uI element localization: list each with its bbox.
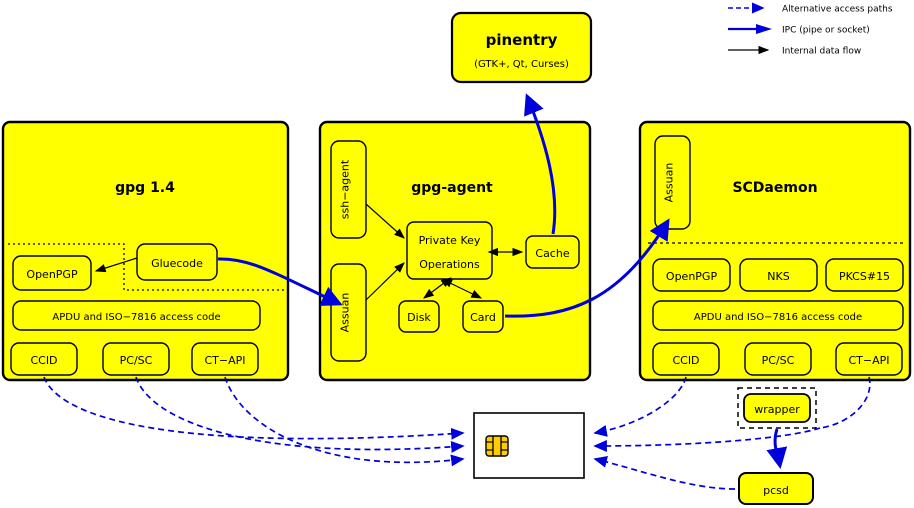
smartcard[interactable] — [473, 412, 585, 479]
arrow-gluecode-to-openpgp — [94, 257, 138, 273]
alt-path-pcsd-to-card — [593, 456, 736, 490]
gpg-agent-ssh-agent-label: ssh−agent — [339, 159, 352, 219]
gpg14-box-pcsc[interactable]: PC/SC — [102, 342, 170, 376]
ipc-arrowhead-icon — [756, 24, 772, 34]
ipc-wrapper-to-pcsd — [766, 428, 788, 469]
block-scdaemon[interactable]: SCDaemon Assuan OpenPGP NKS PKCS#15 APDU… — [638, 120, 912, 382]
gpg-agent-box-ssh-agent[interactable]: ssh−agent — [330, 140, 367, 239]
gpg14-ccid-label: CCID — [30, 354, 57, 367]
gpg-agent-disk-label: Disk — [407, 311, 431, 324]
block-gpg14[interactable]: gpg 1.4 OpenPGP Gluecode APDU and ISO−78… — [1, 120, 290, 382]
gpg-agent-box-cache[interactable]: Cache — [525, 235, 580, 269]
gpg-agent-pko-label-line2: Operations — [419, 258, 480, 271]
ipc-connections — [217, 93, 788, 469]
gpg14-pcsc-label: PC/SC — [120, 354, 153, 367]
arrow-ssh-agent-to-pko — [365, 203, 405, 239]
pcsd-label: pcsd — [763, 484, 789, 497]
alt-path-gpg14-pcsc-to-card — [135, 376, 465, 453]
scdaemon-title: SCDaemon — [732, 180, 817, 196]
legend-label-alt: Alternative access paths — [782, 5, 893, 15]
arrow-pko-to-disk — [423, 277, 452, 299]
ipc-card-to-scdaemon — [504, 218, 670, 318]
scdaemon-box-apdu[interactable]: APDU and ISO−7816 access code — [652, 300, 904, 331]
gpg14-gluecode-label: Gluecode — [151, 257, 203, 270]
scdaemon-ctapi-label: CT−API — [848, 354, 889, 367]
scdaemon-nks-label: NKS — [767, 270, 789, 283]
gpg14-apdu-label: APDU and ISO−7816 access code — [52, 312, 220, 323]
legend-item-internal-data-flow: Internal data flow — [728, 45, 861, 57]
scdaemon-box-nks[interactable]: NKS — [739, 258, 818, 292]
gpg-agent-card-label: Card — [470, 311, 496, 324]
legend-label-internal: Internal data flow — [782, 47, 861, 57]
gpg14-ctapi-label: CT−API — [204, 354, 245, 367]
ipc-cache-to-pinentry — [524, 93, 557, 235]
wrapper-dashed-boundary — [737, 387, 817, 429]
wrapper-label: wrapper — [754, 403, 800, 416]
gpg14-box-apdu[interactable]: APDU and ISO−7816 access code — [12, 300, 261, 331]
alt-path-gpg14-ctapi-to-card — [224, 376, 465, 467]
pinentry-box — [450, 11, 593, 84]
alt-path-wrapper-to-card — [593, 427, 821, 452]
legend-item-ipc: IPC (pipe or socket) — [728, 24, 870, 36]
gpg14-box-ctapi[interactable]: CT−API — [191, 342, 259, 376]
scdaemon-pkcs15-label: PKCS#15 — [839, 270, 890, 283]
pinentry-title: pinentry — [486, 31, 558, 49]
arrow-pko-to-card — [441, 278, 483, 299]
gpg-agent-cache-label: Cache — [535, 247, 569, 260]
alternative-access-paths — [43, 376, 871, 490]
block-pinentry[interactable]: pinentry (GTK+, Qt, Curses) — [450, 11, 593, 84]
scdaemon-box-ctapi[interactable]: CT−API — [835, 342, 903, 376]
gpg-agent-title: gpg-agent — [411, 180, 493, 196]
gpg-agent-box-card[interactable]: Card — [462, 300, 504, 333]
smartcard-chip-icon — [485, 435, 509, 457]
arrow-assuan-to-pko — [365, 262, 405, 301]
scdaemon-box-pcsc[interactable]: PC/SC — [744, 342, 812, 376]
gpg14-box-gluecode[interactable]: Gluecode — [136, 243, 218, 281]
alt-path-gpg14-ccid-to-card — [43, 376, 465, 440]
gpg-agent-assuan-label: Assuan — [339, 293, 352, 333]
ipc-gpg14-to-gpg-agent — [217, 257, 343, 306]
legend-label-ipc: IPC (pipe or socket) — [782, 26, 870, 36]
gpg14-box-ccid[interactable]: CCID — [10, 342, 78, 376]
block-wrapper[interactable]: wrapper — [737, 387, 817, 429]
gpg14-box-openpgp[interactable]: OpenPGP — [12, 255, 92, 291]
pcsd-box — [738, 472, 814, 505]
scdaemon-box-assuan[interactable]: Assuan — [654, 135, 691, 230]
scdaemon-box-ccid[interactable]: CCID — [652, 342, 720, 376]
smartcard-body — [473, 412, 585, 479]
legend: Alternative access paths IPC (pipe or so… — [728, 2, 893, 57]
scdaemon-box-pkcs15[interactable]: PKCS#15 — [825, 258, 904, 292]
gpg-agent-pko-label-line1: Private Key — [419, 234, 481, 247]
scdaemon-pcsc-label: PC/SC — [762, 354, 795, 367]
alt-path-scdaemon-ccid-to-card — [593, 376, 687, 437]
scdaemon-apdu-label: APDU and ISO−7816 access code — [694, 312, 862, 323]
gpg-agent-box-private-key-operations[interactable]: Private Key Operations — [406, 221, 493, 280]
pinentry-subtitle: (GTK+, Qt, Curses) — [474, 59, 569, 70]
gpg-agent-box-assuan[interactable]: Assuan — [330, 263, 367, 362]
scdaemon-assuan-label: Assuan — [663, 163, 676, 203]
scdaemon-box-openpgp[interactable]: OpenPGP — [652, 258, 731, 292]
gpg14-openpgp-label: OpenPGP — [26, 268, 78, 281]
block-pcsd[interactable]: pcsd — [738, 472, 814, 505]
legend-item-alternative-access-paths: Alternative access paths — [728, 2, 893, 15]
scdaemon-ccid-label: CCID — [672, 354, 699, 367]
scdaemon-openpgp-label: OpenPGP — [666, 270, 718, 283]
wrapper-box — [743, 393, 811, 423]
alt-path-scdaemon-ctapi-to-wrapper — [819, 376, 871, 429]
gpg14-title: gpg 1.4 — [115, 180, 175, 196]
gpg-agent-box-disk[interactable]: Disk — [398, 300, 440, 333]
